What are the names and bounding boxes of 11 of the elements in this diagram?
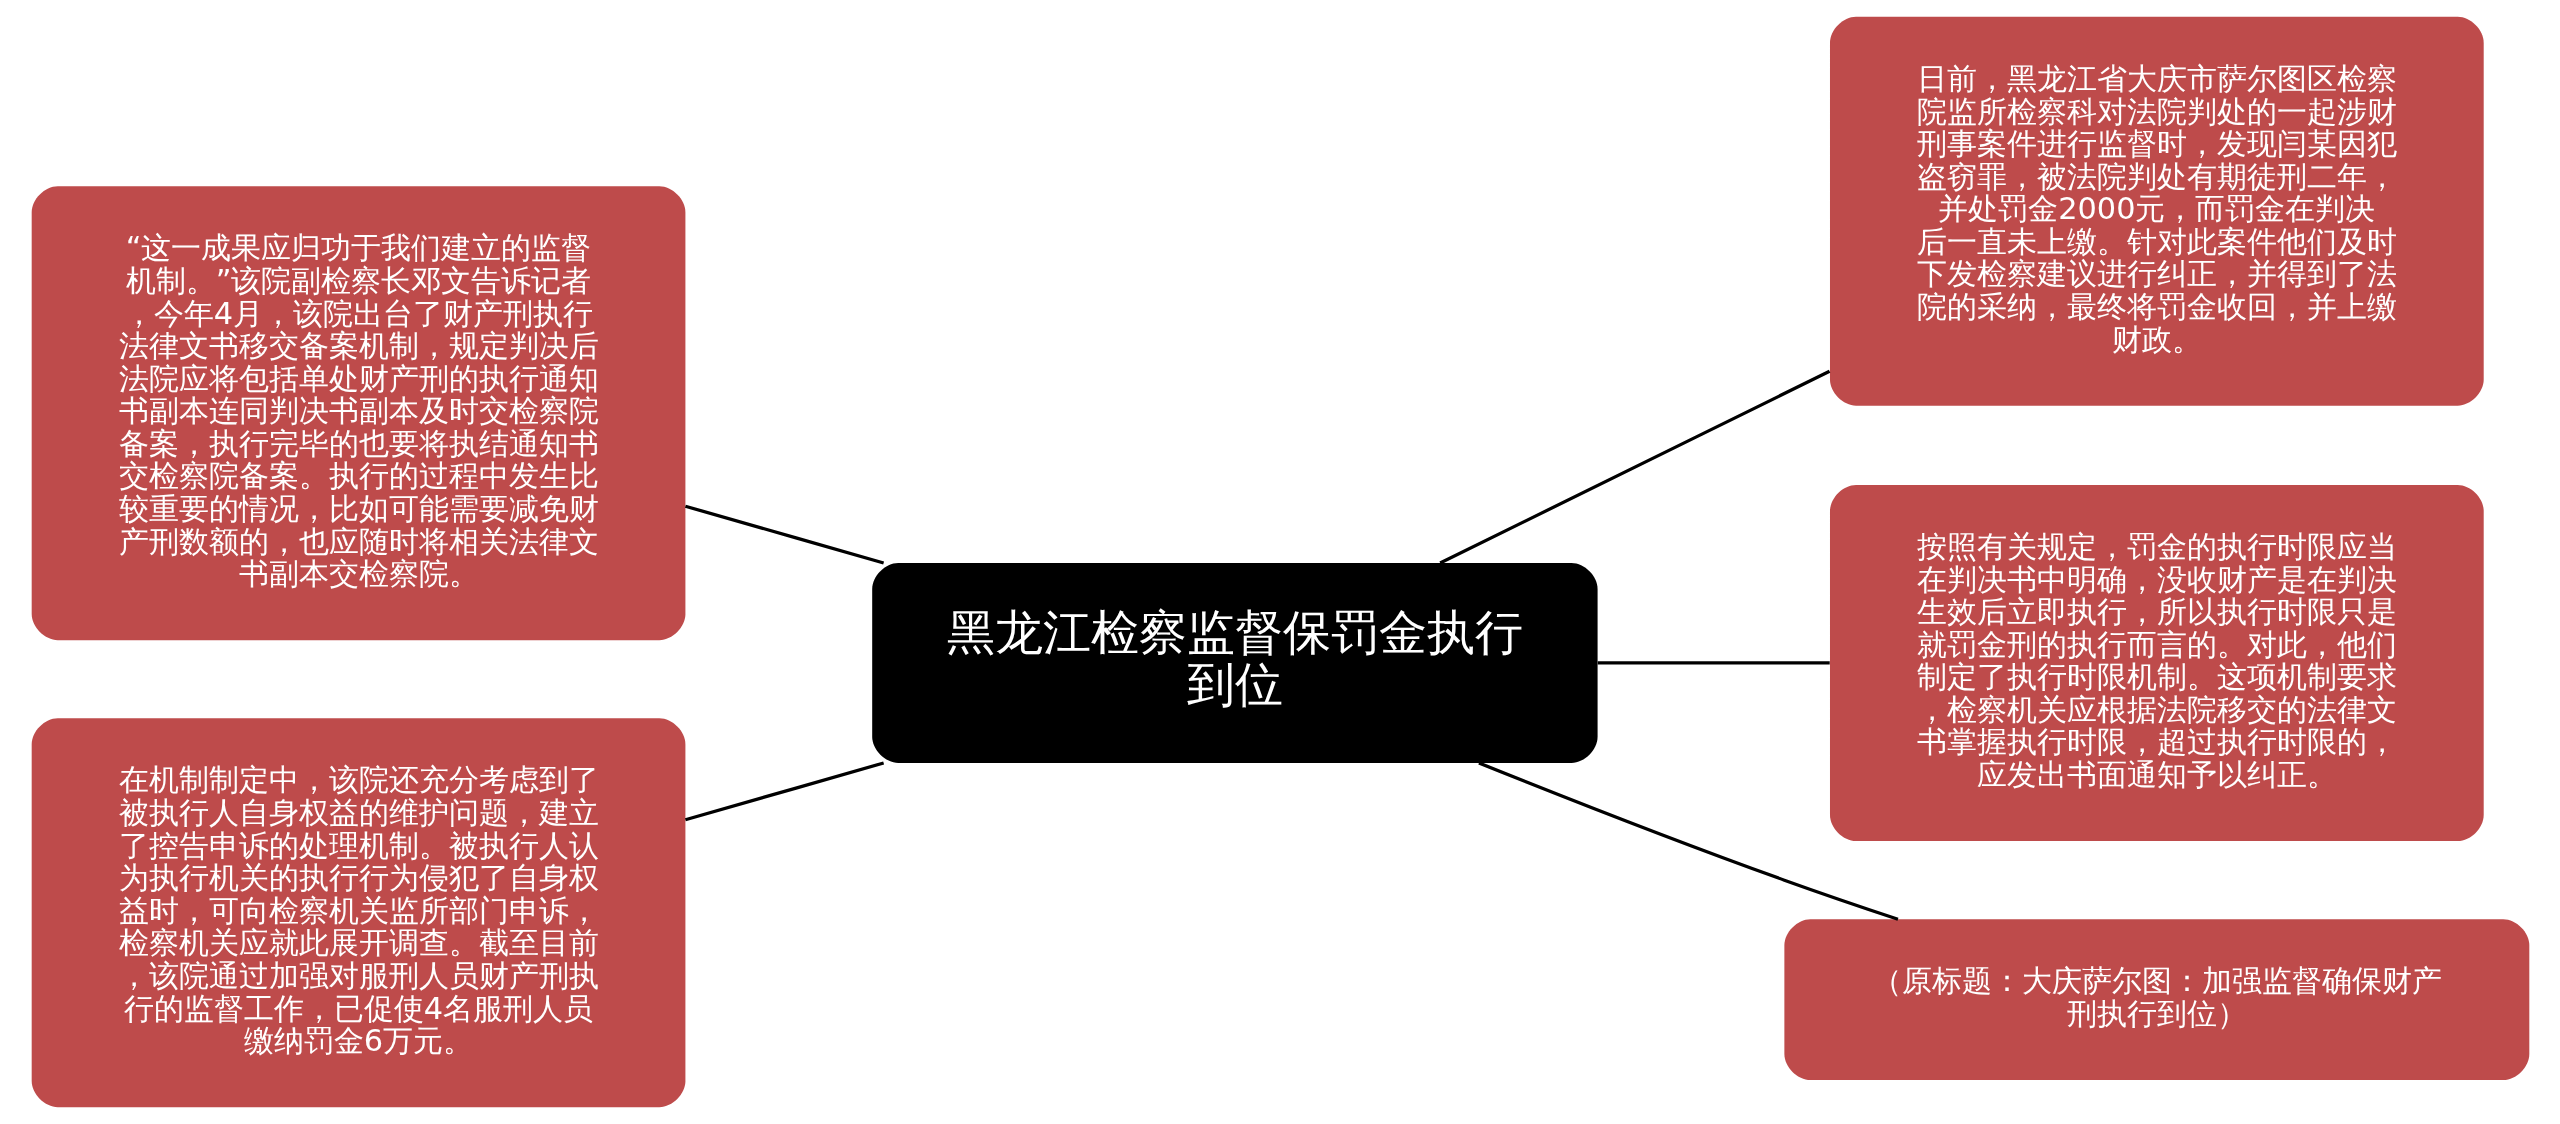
node-box: “这一成果应归功于我们建立的监督机制。”该院副检察长邓文告诉记者，今年4月，该院出台了财产刑执行法律文书移交备案机制，规定判决后法院应将包括单处财产刑的执行通知书副本连同判决书副本及时交检察院备案，执行完毕的也要将执结通知书交检察院备案。执行的过程中发生比较重要的情况，比如可能需要减免财产刑数额的，也应随时将相关法律文书副本交检察院。 — [31, 186, 685, 641]
connector — [1597, 661, 1830, 665]
connector — [1477, 761, 1898, 921]
connector — [1438, 369, 1830, 565]
node-box: 按照有关规定，罚金的执行时限应当在判决书中明确，没收财产是在判决生效后立即执行，所以执行时限只是就罚金刑的执行而言的。对此，他们制定了执行时限机制。这项机制要求，检察机关应根据法院移交的法律文书掌握执行时限，超过执行时限的，应发出书面通知予以纠正。 — [1829, 484, 2484, 842]
connector — [684, 761, 884, 822]
node-box: 日前，黑龙江省大庆市萨尔图区检察院监所检察科对法院判处的一起涉财刑事案件进行监督时，发现闫某因犯盗窃罪，被法院判处有期徒刑二年，并处罚金2000元，而罚金在判决后一直未上缴。针对此案件他们及时下发检察建议进行纠正，并得到了法院的采纳，最终将罚金收回，并上缴财政。 — [1829, 16, 2484, 406]
connector — [684, 504, 884, 565]
node-box: 在机制制定中，该院还充分考虑到了被执行人自身权益的维护问题，建立了控告申诉的处理机制。被执行人认为执行机关的执行行为侵犯了自身权益时，可向检察机关监所部门申诉，检察机关应就此展开调查。截至目前，该院通过加强对服刑人员财产刑执行的监督工作，已促使4名服刑人员缴纳罚金6万元。 — [31, 718, 685, 1108]
node-box: 黑龙江检察监督保罚金执行到位 — [871, 563, 1598, 763]
node-box: （原标题：大庆萨尔图：加强监督确保财产刑执行到位） — [1783, 919, 2529, 1080]
